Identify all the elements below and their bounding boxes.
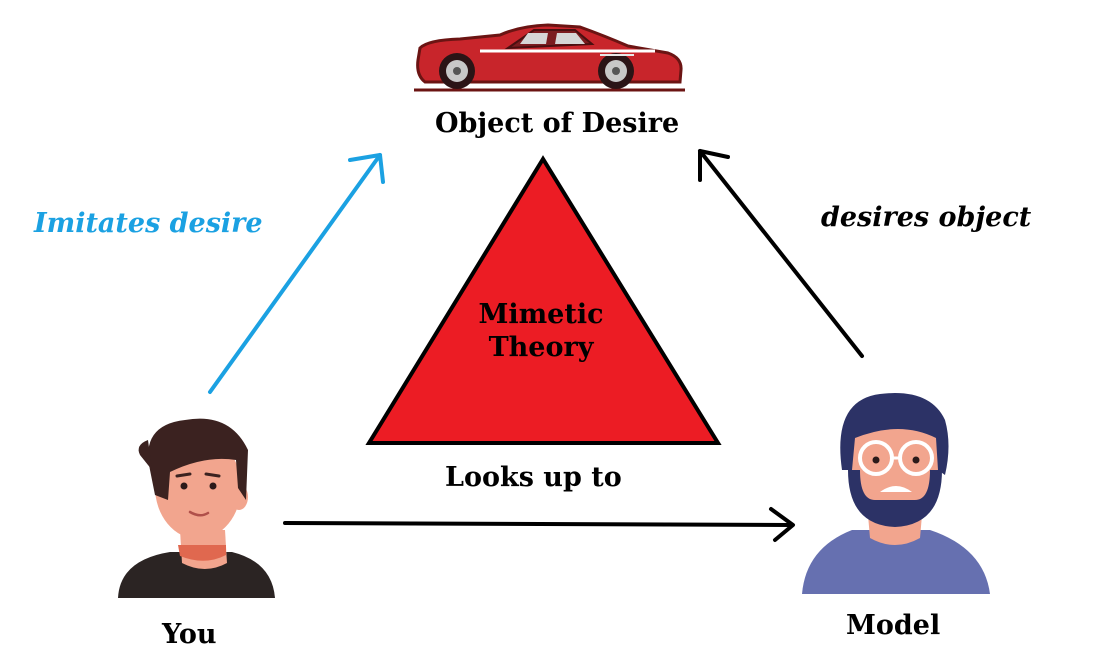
young-man-avatar-icon (118, 418, 275, 598)
mimetic-theory-line2: Theory (488, 332, 594, 363)
mimetic-theory-label: Mimetic Theory (441, 298, 641, 364)
looks-up-to-label: Looks up to (445, 462, 622, 493)
looks-up-to-arrow (283, 507, 795, 542)
you-label: You (162, 619, 217, 650)
model-label: Model (846, 610, 941, 641)
mimetic-triangle (365, 155, 722, 445)
mimetic-theory-line1: Mimetic (478, 299, 604, 330)
object-of-desire-label: Object of Desire (435, 108, 680, 139)
desires-object-label: desires object (821, 202, 1032, 233)
bearded-man-with-glasses-avatar-icon (802, 393, 990, 594)
imitates-desire-label: Imitates desire (34, 208, 263, 239)
red-sports-car-icon (414, 23, 685, 92)
desires-object-arrow (698, 149, 864, 358)
imitates-desire-arrow (208, 153, 385, 394)
